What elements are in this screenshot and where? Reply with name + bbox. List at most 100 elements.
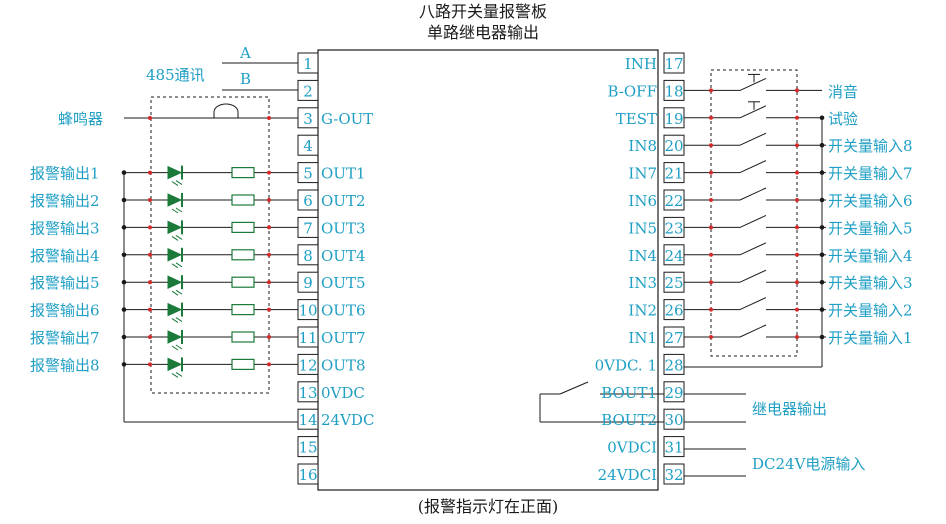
junction-node xyxy=(795,307,799,312)
alarm-output-label: 报警输出4 xyxy=(30,247,100,265)
left-pin-box xyxy=(297,107,319,129)
led-ray xyxy=(171,372,179,378)
digital-input-label: 开关量输入5 xyxy=(828,219,913,237)
comm-b-label: B xyxy=(240,70,251,88)
junction-node xyxy=(148,252,152,257)
footer-note: (报警指示灯在正面) xyxy=(418,497,559,516)
bus-junction-dot xyxy=(121,334,127,340)
left-pin-label: OUT6 xyxy=(321,302,366,320)
right-pin-box xyxy=(663,463,685,485)
alarm-output-label: 报警输出5 xyxy=(30,274,100,292)
right-pin-label: 0VDC. 1 xyxy=(595,356,657,374)
comm-label: 485通讯 xyxy=(146,66,205,84)
resistor-icon xyxy=(231,358,255,370)
led-ray xyxy=(175,234,183,240)
buzzer-label: 蜂鸣器 xyxy=(58,110,103,128)
led-diode-icon xyxy=(167,193,183,207)
right-pin-box xyxy=(663,381,685,403)
right-pin-number: 30 xyxy=(664,411,683,429)
resistor-icon xyxy=(231,304,255,316)
junction-node xyxy=(148,280,152,285)
left-pin-number: 2 xyxy=(303,82,313,100)
right-pin-number: 18 xyxy=(664,82,683,100)
right-pin-label: BOUT2 xyxy=(601,411,657,429)
led-ray xyxy=(175,371,183,377)
bus-junction-dot xyxy=(121,197,127,203)
led-diode-icon xyxy=(167,357,183,372)
left-pin-number: 9 xyxy=(303,274,313,292)
right-pin-number: 19 xyxy=(664,110,683,128)
right-pin-number: 27 xyxy=(664,329,683,347)
switch-contact-icon xyxy=(739,105,767,119)
led-ray xyxy=(171,181,179,187)
mute-label: 消音 xyxy=(828,83,858,101)
junction-node xyxy=(267,362,271,367)
led-diode-icon xyxy=(167,248,183,262)
switch-contact-icon xyxy=(739,324,767,338)
right-pin-label: IN1 xyxy=(628,329,657,347)
left-pin-label: 0VDC xyxy=(321,384,365,402)
junction-node xyxy=(148,225,152,230)
left-pin-number: 15 xyxy=(298,439,317,457)
right-pin-number: 20 xyxy=(664,137,683,155)
left-pin-number: 11 xyxy=(298,329,317,347)
junction-node xyxy=(148,335,152,339)
left-pin-box xyxy=(297,79,319,101)
led-ray xyxy=(175,289,183,295)
junction-node xyxy=(709,143,713,148)
test-label: 试验 xyxy=(828,110,858,128)
left-pin-number: 6 xyxy=(303,192,313,210)
bus-junction-dot xyxy=(121,279,127,285)
left-pin-box xyxy=(297,408,319,430)
buzzer-symbol xyxy=(213,103,239,118)
junction-node xyxy=(795,335,799,339)
resistor-icon xyxy=(231,276,255,288)
left-pin-box xyxy=(297,436,319,458)
junction-node xyxy=(148,362,152,367)
bus-junction-dot xyxy=(121,225,127,230)
led-ray xyxy=(175,317,183,323)
led-ray xyxy=(171,345,179,351)
switch-contact-icon xyxy=(739,187,767,201)
junction-node xyxy=(148,116,152,120)
junction-node xyxy=(795,143,799,148)
alarm-output-label: 报警输出6 xyxy=(30,302,100,320)
left-pin-number: 10 xyxy=(298,302,317,320)
junction-node xyxy=(709,335,713,339)
junction-node xyxy=(795,88,799,93)
resistor-icon xyxy=(231,331,255,343)
right-pin-number: 22 xyxy=(664,192,683,210)
right-pin-label: IN7 xyxy=(628,165,657,183)
left-pin-number: 13 xyxy=(298,384,317,402)
junction-node xyxy=(795,115,799,120)
right-pin-label: IN6 xyxy=(628,192,657,210)
relay-label: 继电器输出 xyxy=(752,400,827,418)
led-ray xyxy=(171,290,179,296)
left-pin-box xyxy=(297,463,319,485)
right-pin-label: IN8 xyxy=(628,137,657,155)
left-pin-box xyxy=(297,52,319,74)
left-pin-number: 12 xyxy=(298,356,317,374)
junction-node xyxy=(709,198,713,202)
right-pin-number: 26 xyxy=(664,302,683,320)
junction-node xyxy=(148,170,152,175)
right-pin-box xyxy=(663,353,685,375)
digital-input-label: 开关量输入6 xyxy=(828,192,913,210)
junction-node xyxy=(267,170,271,175)
led-diode-icon xyxy=(167,275,183,289)
switch-contact-icon xyxy=(739,77,767,91)
led-diode-icon xyxy=(167,220,183,235)
digital-input-label: 开关量输入4 xyxy=(828,247,913,265)
junction-node xyxy=(709,88,713,93)
junction-node xyxy=(709,170,713,175)
bus-junction-dot xyxy=(121,170,127,175)
right-pin-label: IN5 xyxy=(628,219,657,237)
switch-contact-icon xyxy=(739,297,767,311)
bus-junction-dot xyxy=(121,252,127,258)
comm-a-label: A xyxy=(239,44,251,62)
right-pin-label: TEST xyxy=(616,110,657,128)
junction-node xyxy=(795,170,799,175)
led-ray xyxy=(175,262,183,268)
junction-node xyxy=(267,280,271,285)
power-label: DC24V电源输入 xyxy=(752,455,865,473)
